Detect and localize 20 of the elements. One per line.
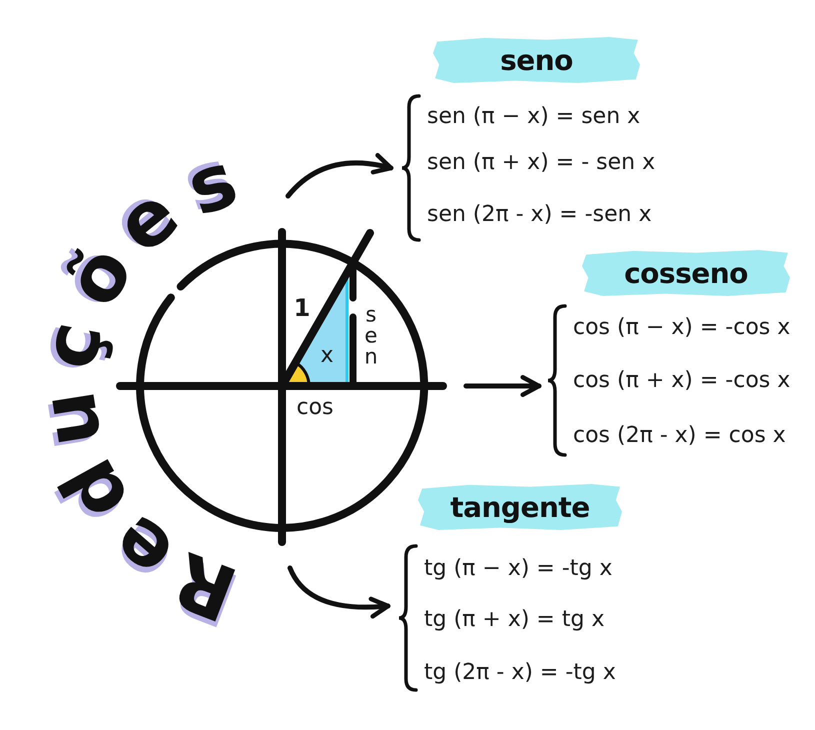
formula: tg (2π - x) = -tg x <box>424 659 616 687</box>
formula: tg (π − x) = -tg x <box>424 555 612 583</box>
radius-label: 1 <box>294 294 310 322</box>
arrow <box>286 154 394 198</box>
highlighted-heading: cosseno <box>582 250 790 296</box>
title: Reduções <box>30 144 250 626</box>
formula: cos (π + x) = -cos x <box>573 367 790 395</box>
formula: cos (2π - x) = cos x <box>573 422 786 450</box>
highlighted-heading: seno <box>433 37 640 83</box>
cosine-label: cos <box>296 396 334 420</box>
formula: tg (π + x) = tg x <box>424 606 604 634</box>
arrow <box>464 375 542 397</box>
angle-label: x <box>320 344 334 368</box>
highlighted-heading: tangente <box>418 484 622 530</box>
arrow <box>288 566 390 618</box>
formula: cos (π − x) = -cos x <box>573 314 790 342</box>
formula: sen (2π - x) = -sen x <box>427 201 652 229</box>
formula: sen (π + x) = - sen x <box>427 149 656 177</box>
formula: sen (π − x) = sen x <box>427 103 640 131</box>
sine-label: sen <box>363 304 379 368</box>
